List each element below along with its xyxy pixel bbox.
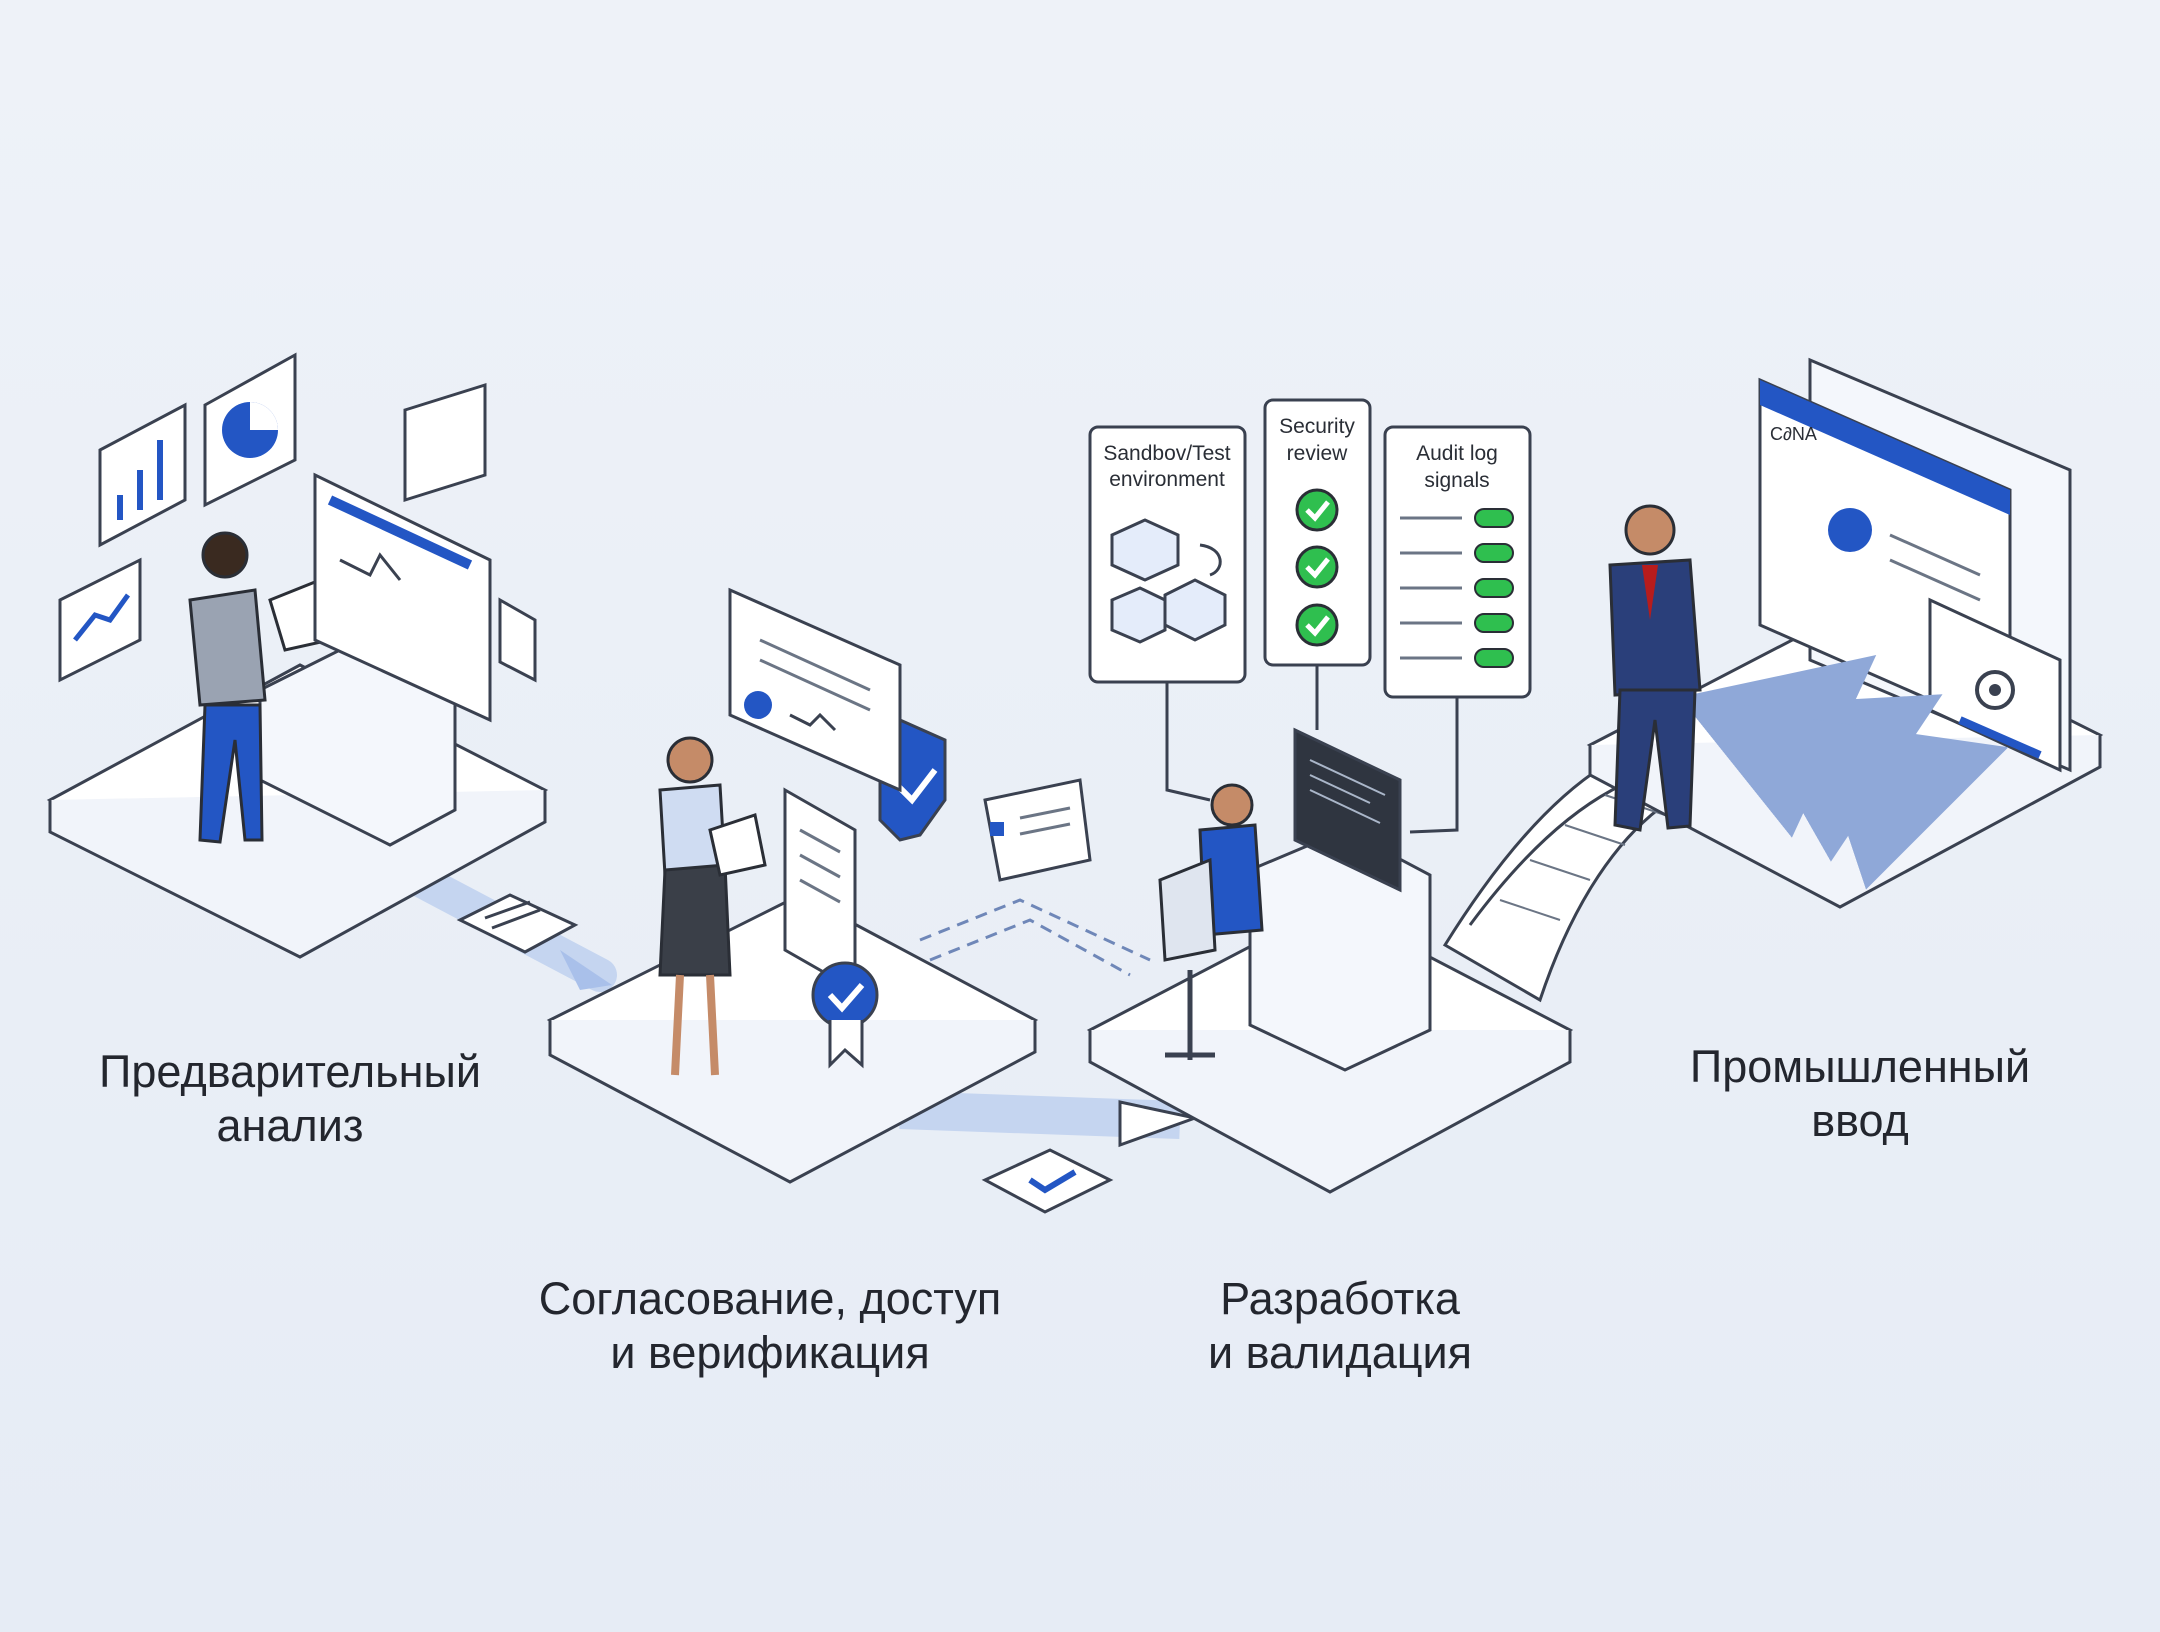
screen-logo: C∂NA — [1770, 424, 1817, 444]
log-toggle-rows — [1400, 508, 1514, 668]
sandbox-label-2: environment — [1109, 468, 1225, 491]
stage-label-development-line1: Разработка — [1220, 1273, 1460, 1324]
approver-person — [658, 736, 767, 1076]
stage-label-approval: Согласование, доступ и верификация — [525, 1272, 1015, 1380]
audit-label-2: signals — [1424, 469, 1489, 492]
platform-approval — [546, 587, 1039, 1184]
stage-label-analysis: Предварительный анализ — [70, 1045, 510, 1153]
workstation-desk — [1248, 727, 1432, 1072]
analytics-windows — [58, 352, 537, 723]
check-icon — [1295, 545, 1339, 589]
analyst-person — [188, 531, 332, 844]
code-badge-icon — [456, 893, 579, 954]
executive-person — [1608, 504, 1702, 832]
security-label-2: review — [1287, 442, 1349, 465]
platform-production: C∂NA — [1586, 357, 2104, 909]
stage-label-production: Промышленный ввод — [1655, 1040, 2065, 1148]
connector-analysis-to-approval — [403, 863, 617, 992]
check-icon — [1295, 488, 1339, 532]
platform-analysis — [46, 352, 549, 959]
verification-panel — [728, 587, 902, 793]
stage-label-approval-line2: и верификация — [610, 1327, 930, 1378]
connector-approval-to-development — [899, 1091, 1201, 1214]
sandbox-label-1: Sandbov/Test — [1103, 442, 1230, 465]
stage-label-development: Разработка и валидация — [1150, 1272, 1530, 1380]
stage-label-production-line1: Промышленный — [1689, 1041, 2031, 1092]
stage-label-production-line2: ввод — [1811, 1095, 1909, 1146]
security-label-1: Security — [1279, 415, 1355, 438]
audit-callout: Audit log signals — [1383, 425, 1532, 834]
stage-label-analysis-line2: анализ — [216, 1100, 364, 1151]
stage-label-analysis-line1: Предварительный — [99, 1046, 481, 1097]
security-callout: Security review — [1263, 398, 1372, 730]
sandbox-callout: Sandbov/Test environment — [1088, 425, 1247, 802]
lock-message-icon — [983, 778, 1092, 882]
approval-seal-icon — [811, 961, 879, 1069]
developer-person — [1158, 783, 1264, 1060]
progress-arrows — [1679, 655, 2009, 890]
cube-icon — [1110, 518, 1227, 644]
stage-label-approval-line1: Согласование, доступ — [538, 1273, 1002, 1324]
check-badge-icon — [981, 1148, 1114, 1214]
dashed-connector — [919, 778, 1151, 977]
audit-label-1: Audit log — [1416, 442, 1498, 465]
platform-development: Sandbov/Test environment Security review — [1086, 398, 1574, 1194]
stage-label-development-line2: и валидация — [1207, 1327, 1473, 1378]
gear-icon — [1975, 670, 2015, 710]
check-icon — [1295, 603, 1339, 647]
